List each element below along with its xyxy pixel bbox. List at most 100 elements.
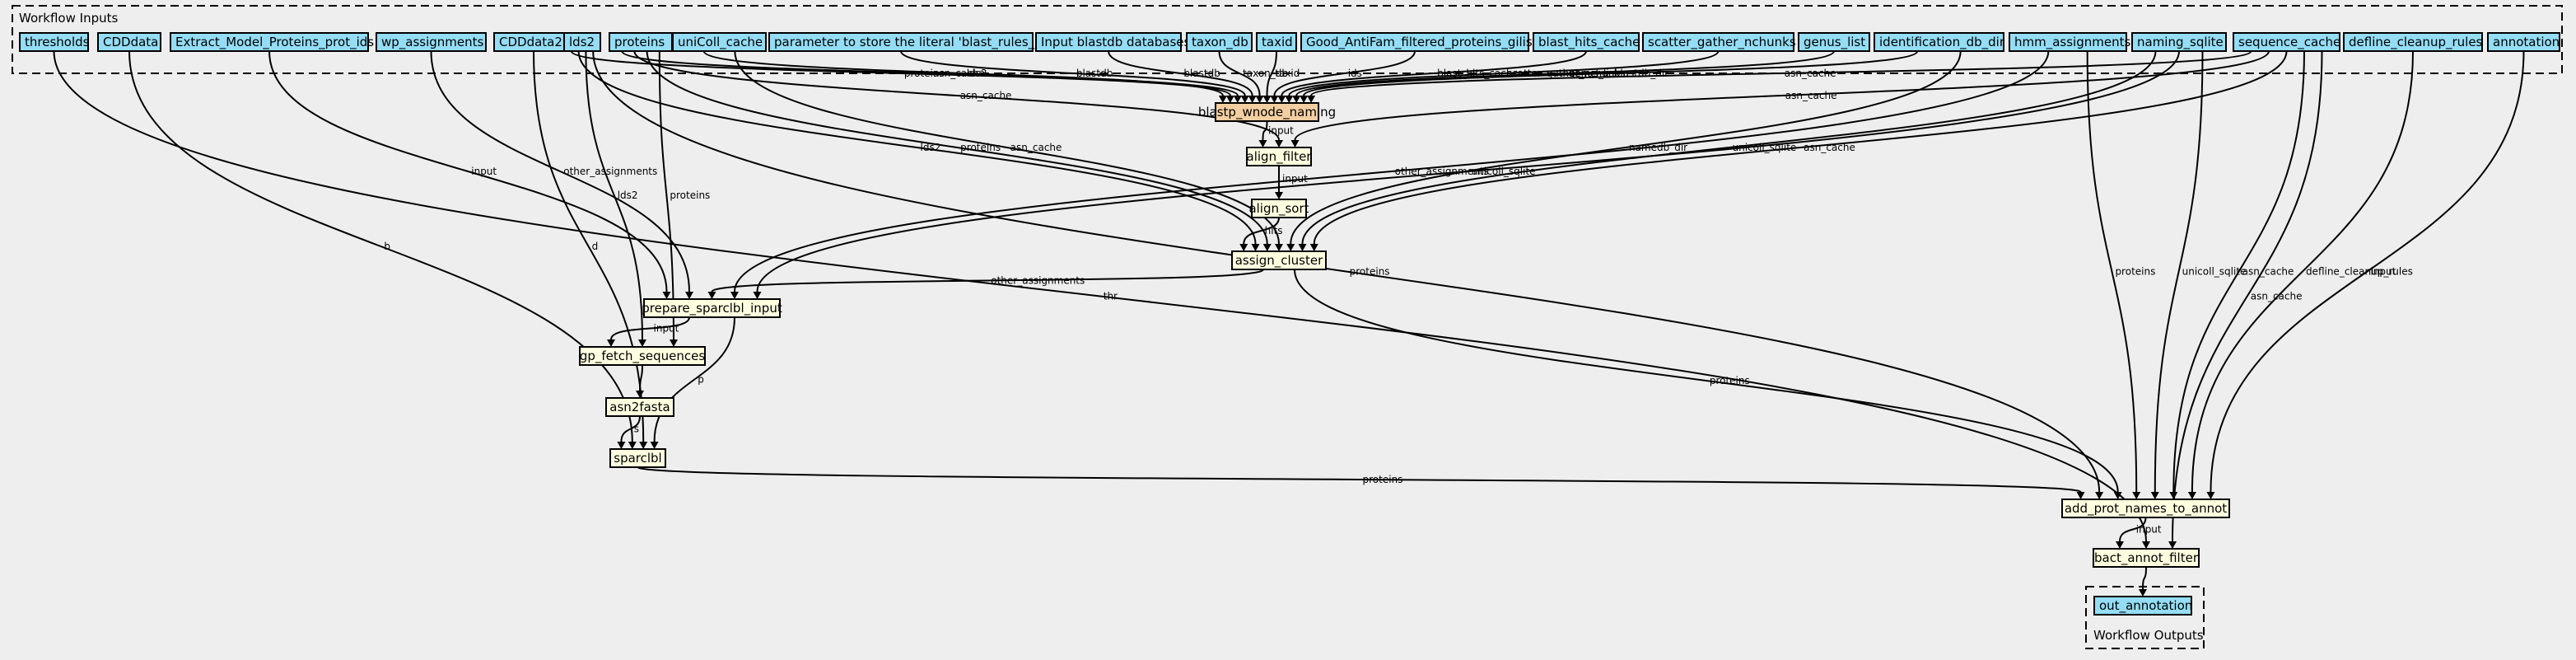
step-bact-annot-filter[interactable]: bact_annot_filter (2093, 548, 2200, 568)
edge-label: ids (1348, 68, 1362, 79)
arrowhead (662, 292, 671, 299)
input-cdddata2[interactable]: CDDdata2 (493, 32, 574, 52)
edge-sequence-cache-to-blastp-wnode-naming: asn_cache (1307, 50, 2252, 103)
edge-label: d (592, 241, 599, 252)
node-label: Extract_Model_Proteins_prot_ids (175, 35, 374, 50)
input-wp-assignments[interactable]: wp_assignments (376, 32, 487, 52)
edge-label: hits (1265, 225, 1283, 236)
arrowhead (2150, 492, 2159, 499)
arrowhead (2076, 492, 2085, 499)
step-gp-fetch-sequences[interactable]: gp_fetch_sequences (579, 346, 706, 366)
input-defline-cleanup-rules[interactable]: defline_cleanup_rules (2343, 32, 2483, 52)
node-label: prepare_sparclbl_input (642, 301, 782, 316)
arrowhead (1285, 96, 1294, 103)
step-sparclbl[interactable]: sparclbl (609, 448, 666, 468)
input-taxon-db[interactable]: taxon_db (1186, 32, 1253, 52)
input-sequence-cache[interactable]: sequence_cache (2233, 32, 2340, 52)
edge-naming-sqlite-to-prepare-sparclbl-input: unicoll_sqlite (753, 50, 2180, 299)
input-input-blastdb[interactable]: Input blastdb databases (1035, 32, 1191, 52)
input-thresholds[interactable]: thresholds (19, 32, 90, 52)
arrowhead (2113, 492, 2122, 499)
step-prepare-sparclbl-input[interactable]: prepare_sparclbl_input (642, 298, 782, 318)
step-blastp-wnode-naming[interactable]: blastp_wnode_naming (1198, 102, 1336, 122)
edge-extract-model-proteins-prot-ids-to-prepare-sparclbl-input: input (268, 50, 671, 299)
edge-label: unicoll_sqlite (1472, 166, 1536, 177)
node-label: asn2fasta (609, 400, 670, 414)
arrowhead (2132, 492, 2141, 499)
edge-input-blastdb-to-blastp-wnode-naming: blastdb (1108, 50, 1257, 103)
edge-sequence-cache-to-align-filter: asn_cache (1290, 50, 2270, 147)
input-taxid[interactable]: taxid (1256, 32, 1297, 52)
edge-proteins-to-gp-fetch-sequences: proteins (658, 50, 710, 347)
arrowhead (1292, 96, 1301, 103)
node-label: Good_AntiFam_filtered_proteins_gilist (1306, 35, 1538, 50)
arrowhead (1240, 96, 1249, 103)
input-unicoll-cache[interactable]: uniColl_cache (672, 32, 767, 52)
node-label: parameter to store the literal 'blast_ru… (774, 35, 1053, 50)
input-antifam[interactable]: Good_AntiFam_filtered_proteins_gilist (1300, 32, 1538, 52)
edge-unicoll-cache-to-assign-cluster: asn_cache (734, 50, 1283, 251)
step-asn2fasta[interactable]: asn2fasta (605, 397, 674, 417)
edge-align-filter-to-align-sort: input (1275, 166, 1308, 199)
arrowhead (1251, 244, 1260, 251)
node-box (643, 298, 781, 318)
node-label: align_filter (1247, 149, 1313, 165)
step-assign-cluster[interactable]: assign_cluster (1231, 250, 1327, 270)
node-box (1300, 32, 1529, 52)
node-box (2061, 499, 2230, 518)
edge-label: blastdb (1183, 68, 1220, 79)
edge-wp-assignments-to-prepare-sparclbl-input: other_assignments (430, 50, 693, 299)
node-box (2131, 32, 2227, 52)
output-out-annotation[interactable]: out_annotation (2093, 596, 2192, 616)
step-align-filter[interactable]: align_filter (1246, 147, 1313, 166)
edge-label: other_assignments (1395, 166, 1489, 177)
input-naming-sqlite[interactable]: naming_sqlite (2131, 32, 2227, 52)
step-align-sort[interactable]: align_sort (1248, 199, 1309, 218)
input-identification-db-dir[interactable]: identification_db_dir (1874, 32, 2005, 52)
arrowhead (2095, 492, 2104, 499)
input-extract-model-proteins-prot-ids[interactable]: Extract_Model_Proteins_prot_ids (170, 32, 374, 52)
node-label: assign_cluster (1235, 253, 1323, 269)
edge-label: asn_cache (1785, 68, 1836, 79)
arrowhead (1262, 244, 1272, 251)
edge-label: b (384, 241, 390, 252)
input-genus-list[interactable]: genus_list (1798, 32, 1870, 52)
node-label: taxon_db (1192, 35, 1248, 50)
node-label: CDDdata2 (499, 35, 562, 49)
input-blast-hits-cache[interactable]: blast_hits_cache (1533, 32, 1640, 52)
input-annotation[interactable]: annotation (2487, 32, 2560, 52)
edge-label: lds2 (618, 190, 638, 201)
node-label: wp_assignments (381, 35, 484, 50)
edge-label: unicoll_sqlite (2182, 266, 2247, 278)
input-proteins[interactable]: proteins (609, 32, 673, 52)
edge-asn2fasta-to-sparclbl: s (617, 415, 641, 449)
input-scatter-gather-nchunks[interactable]: scatter_gather_nchunks (1642, 32, 1796, 52)
step-add-prot-names-to-annot[interactable]: add_prot_names_to_annot (2061, 499, 2230, 518)
edge-label: input (1282, 173, 1308, 185)
edge-label: input (654, 323, 679, 335)
node-label: annotation (2493, 35, 2560, 49)
edge-label: asn_cache (2251, 291, 2303, 302)
node-label: blast_hits_cache (1538, 35, 1640, 50)
input-hmm-assignments[interactable]: hmm_assignments (2009, 32, 2130, 52)
edge-cdddata2-to-sparclbl: d (533, 50, 648, 449)
node-box (609, 448, 666, 468)
workflow-outputs-cluster (2085, 586, 2205, 649)
edge-antifam-to-blastp-wnode-naming: ids (1270, 50, 1416, 103)
node-box (2343, 32, 2483, 52)
node-label: sequence_cache (2238, 35, 2340, 50)
node-box (605, 397, 674, 417)
node-label: out_annotation (2099, 598, 2192, 614)
input-cdddata[interactable]: CDDdata (97, 32, 161, 52)
edge-hmm-assignments-to-prepare-sparclbl-input: other_assignments (730, 50, 2050, 299)
edge-sequence-cache-to-add-prot-names-to-annot: asn_cache (2169, 50, 2305, 499)
edge-proteins-to-blastp-wnode-naming: asn_cache (621, 50, 1242, 103)
arrowhead (607, 339, 615, 347)
input-lds2[interactable]: lds2 (563, 32, 601, 52)
arrowhead (2142, 541, 2150, 549)
node-box (19, 32, 89, 52)
arrowhead (707, 292, 716, 299)
arrowhead (1258, 140, 1267, 147)
input-blast-rules-db[interactable]: parameter to store the literal 'blast_ru… (768, 32, 1053, 52)
